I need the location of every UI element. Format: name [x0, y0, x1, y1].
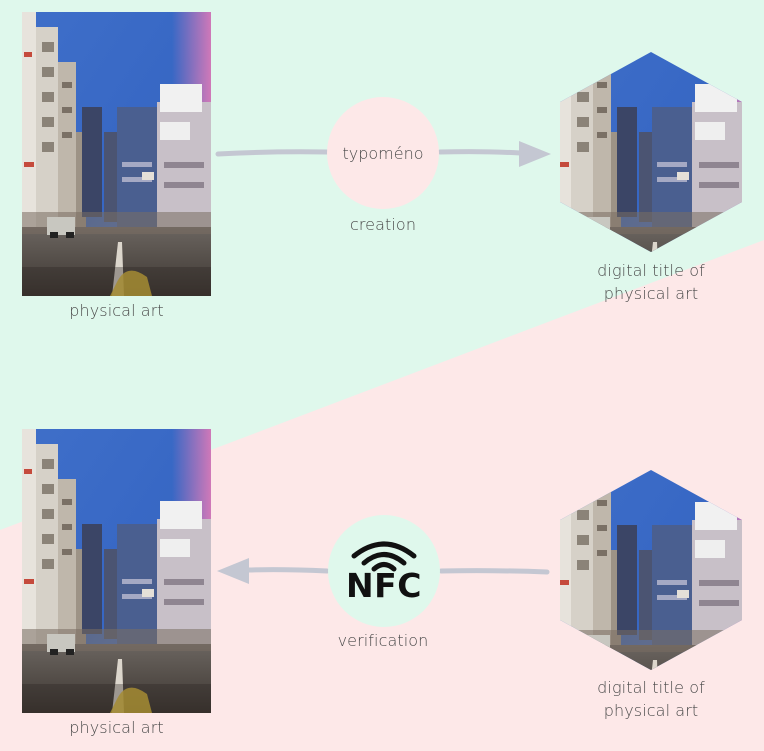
digital-title-hexagon-bottom — [560, 470, 742, 670]
creation-label: creation — [349, 215, 417, 234]
physical-art-image-top — [22, 12, 211, 296]
arrow-right-top — [215, 141, 551, 167]
creation-circle: typoméno — [327, 97, 439, 209]
physical-art-image-bottom — [22, 429, 211, 713]
typomeno-label: typoméno — [342, 143, 424, 163]
nfc-label: NFC — [346, 565, 422, 605]
digital-title-caption-top-line2: physical art — [603, 284, 699, 303]
digital-title-caption-top: digital title of physical art — [560, 259, 742, 305]
arrow-left-bottom — [217, 558, 550, 584]
digital-title-hexagon-top — [560, 52, 742, 252]
digital-title-caption-bottom: digital title of physical art — [560, 676, 742, 722]
digital-title-caption-top-line1: digital title of — [597, 261, 705, 280]
physical-art-caption-top: physical art — [69, 301, 164, 320]
verification-label: verification — [337, 631, 429, 650]
digital-title-caption-bottom-line2: physical art — [603, 701, 699, 720]
physical-art-caption-bottom: physical art — [69, 718, 164, 737]
nfc-wave-icon — [351, 541, 417, 571]
digital-title-caption-bottom-line1: digital title of — [597, 678, 705, 697]
verification-circle: NFC — [328, 515, 440, 627]
